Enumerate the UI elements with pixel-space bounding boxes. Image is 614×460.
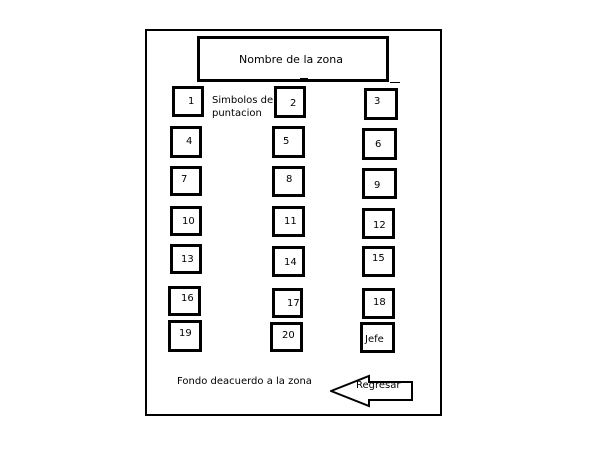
seat-6[interactable]: 6 [362, 128, 397, 160]
seat-8[interactable]: 8 [272, 166, 305, 197]
seat-10[interactable]: 10 [170, 206, 202, 236]
seat-label: 17 [287, 298, 300, 309]
seat-label: 15 [372, 253, 385, 264]
seat-20[interactable]: 20 [270, 322, 303, 352]
back-button-label: Regresar [356, 380, 401, 391]
seat-label: 13 [181, 254, 194, 265]
scoring-symbols-label: Simbolos de puntacion [212, 95, 274, 119]
seat-label: 10 [182, 216, 195, 227]
seat-9[interactable]: 9 [362, 168, 397, 199]
seat-2[interactable]: 2 [274, 86, 306, 118]
seat-18[interactable]: 18 [362, 288, 395, 319]
zone-name-title: Nombre de la zona [239, 53, 343, 66]
seat-label: 9 [374, 180, 381, 191]
seat-11[interactable]: 11 [272, 206, 305, 237]
seat-19[interactable]: 19 [168, 320, 202, 352]
seat-label: Jefe [365, 334, 384, 345]
seat-label: 8 [286, 174, 293, 185]
seat-4[interactable]: 4 [170, 126, 202, 158]
zone-name-box: Nombre de la zona [197, 36, 389, 82]
seat-jefe[interactable]: Jefe [360, 322, 395, 353]
seat-3[interactable]: 3 [364, 88, 398, 120]
seat-1[interactable]: 1 [172, 86, 204, 117]
seat-label: 19 [179, 328, 192, 339]
seat-label: 20 [282, 330, 295, 341]
seat-label: 5 [283, 136, 290, 147]
seat-label: 4 [186, 136, 193, 147]
seat-label: 7 [181, 174, 188, 185]
seat-12[interactable]: 12 [362, 208, 395, 239]
seat-label: 16 [181, 293, 194, 304]
seat-14[interactable]: 14 [272, 246, 305, 277]
background-note: Fondo deacuerdo a la zona [177, 376, 312, 387]
seat-label: 6 [375, 139, 382, 150]
seat-7[interactable]: 7 [170, 166, 202, 196]
seat-label: 1 [188, 96, 195, 107]
arrow-left-icon [330, 374, 413, 408]
seat-16[interactable]: 16 [168, 286, 201, 316]
seat-5[interactable]: 5 [272, 126, 305, 158]
seat-label: 11 [284, 216, 297, 227]
back-button[interactable]: Regresar [330, 374, 414, 408]
divider-mark [300, 78, 308, 79]
seat-label: 12 [373, 220, 386, 231]
seat-17[interactable]: 17 [272, 288, 303, 318]
divider-mark [390, 82, 400, 83]
seat-15[interactable]: 15 [362, 246, 395, 277]
seat-13[interactable]: 13 [170, 244, 202, 274]
seat-label: 18 [373, 297, 386, 308]
zone-frame [145, 29, 442, 416]
seat-label: 3 [374, 96, 381, 107]
seat-label: 14 [284, 257, 297, 268]
seat-label: 2 [290, 98, 297, 109]
